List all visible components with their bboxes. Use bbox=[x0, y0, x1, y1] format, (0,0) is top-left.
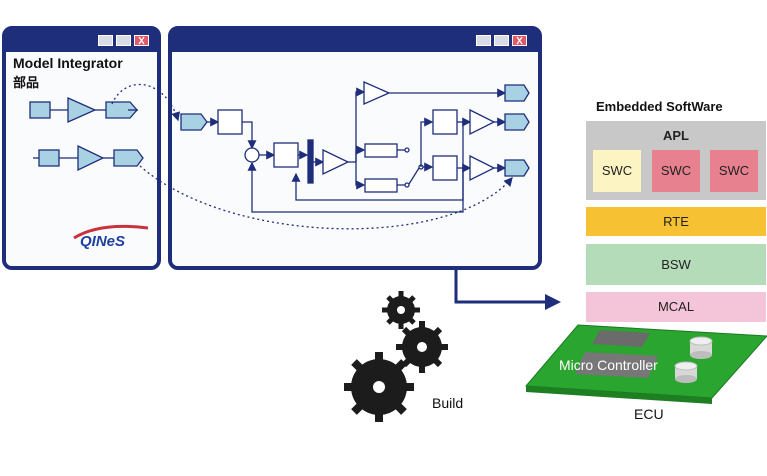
minimize-button[interactable] bbox=[98, 35, 113, 46]
outport-block[interactable] bbox=[504, 159, 530, 177]
palette-parts bbox=[29, 96, 144, 172]
maximize-button[interactable] bbox=[116, 35, 131, 46]
window-subtitle: 部品 bbox=[13, 75, 40, 90]
build-label: Build bbox=[432, 395, 464, 411]
palette-outport-icon[interactable] bbox=[113, 149, 144, 167]
drag-path bbox=[139, 165, 513, 230]
ecu-board bbox=[524, 324, 767, 404]
build-arrow bbox=[454, 270, 547, 304]
qines-logo: QINeS bbox=[73, 224, 149, 250]
ecu-label: ECU bbox=[634, 406, 664, 422]
gear-icons bbox=[344, 291, 448, 422]
gear-icon bbox=[344, 352, 414, 422]
micro-controller-chip bbox=[575, 352, 658, 378]
build-arrow-head bbox=[545, 294, 561, 310]
right-window-titlebar bbox=[172, 30, 538, 52]
gear-icon bbox=[396, 321, 448, 373]
unit-block[interactable] bbox=[432, 109, 458, 135]
apl-label: APL bbox=[663, 128, 689, 143]
close-icon bbox=[516, 36, 523, 45]
minimize-button[interactable] bbox=[476, 35, 491, 46]
gain-block[interactable] bbox=[322, 148, 350, 176]
model-integrator-window bbox=[2, 26, 161, 270]
window-title: Model Integrator bbox=[13, 55, 123, 71]
capacitor-icon bbox=[674, 361, 698, 383]
inport-block[interactable] bbox=[180, 113, 208, 131]
outport-block[interactable] bbox=[504, 113, 530, 131]
mcal-layer: MCAL bbox=[586, 292, 766, 322]
left-window-titlebar bbox=[6, 30, 157, 52]
palette-gain-icon[interactable] bbox=[77, 144, 105, 172]
micro-controller-label: Micro Controller bbox=[559, 357, 658, 373]
palette-block-icon[interactable] bbox=[29, 101, 51, 119]
unit-block[interactable] bbox=[273, 142, 299, 168]
stack-heading: Embedded SoftWare bbox=[596, 99, 723, 114]
swc-box: SWC bbox=[652, 150, 700, 192]
model-editor-window bbox=[168, 26, 542, 270]
mux-block[interactable] bbox=[307, 139, 314, 184]
close-icon bbox=[138, 36, 145, 45]
maximize-button[interactable] bbox=[494, 35, 509, 46]
gear-icon bbox=[382, 291, 420, 329]
capacitor-icon bbox=[689, 336, 713, 359]
close-button[interactable] bbox=[134, 35, 149, 46]
bsw-layer: BSW bbox=[586, 244, 766, 285]
palette-outport-icon[interactable] bbox=[105, 101, 138, 119]
gain-block[interactable] bbox=[469, 108, 496, 136]
rte-layer: RTE bbox=[586, 207, 766, 236]
outport-block[interactable] bbox=[504, 84, 530, 102]
gain-block[interactable] bbox=[469, 154, 496, 182]
sum-block[interactable] bbox=[244, 147, 260, 163]
saturation-block[interactable] bbox=[364, 143, 398, 158]
chip-icon bbox=[592, 330, 650, 347]
swc-box: SWC bbox=[710, 150, 758, 192]
svg-text:QINeS: QINeS bbox=[80, 233, 125, 250]
close-button[interactable] bbox=[512, 35, 527, 46]
delay-block[interactable] bbox=[217, 109, 243, 135]
unit-block[interactable] bbox=[432, 155, 458, 181]
gain-block[interactable] bbox=[363, 81, 391, 105]
swc-box: SWC bbox=[593, 150, 641, 192]
block-diagram bbox=[180, 81, 530, 213]
palette-block-icon[interactable] bbox=[38, 149, 60, 167]
drag-path bbox=[111, 83, 181, 122]
palette-gain-icon[interactable] bbox=[67, 96, 97, 124]
saturation-block[interactable] bbox=[364, 178, 398, 193]
